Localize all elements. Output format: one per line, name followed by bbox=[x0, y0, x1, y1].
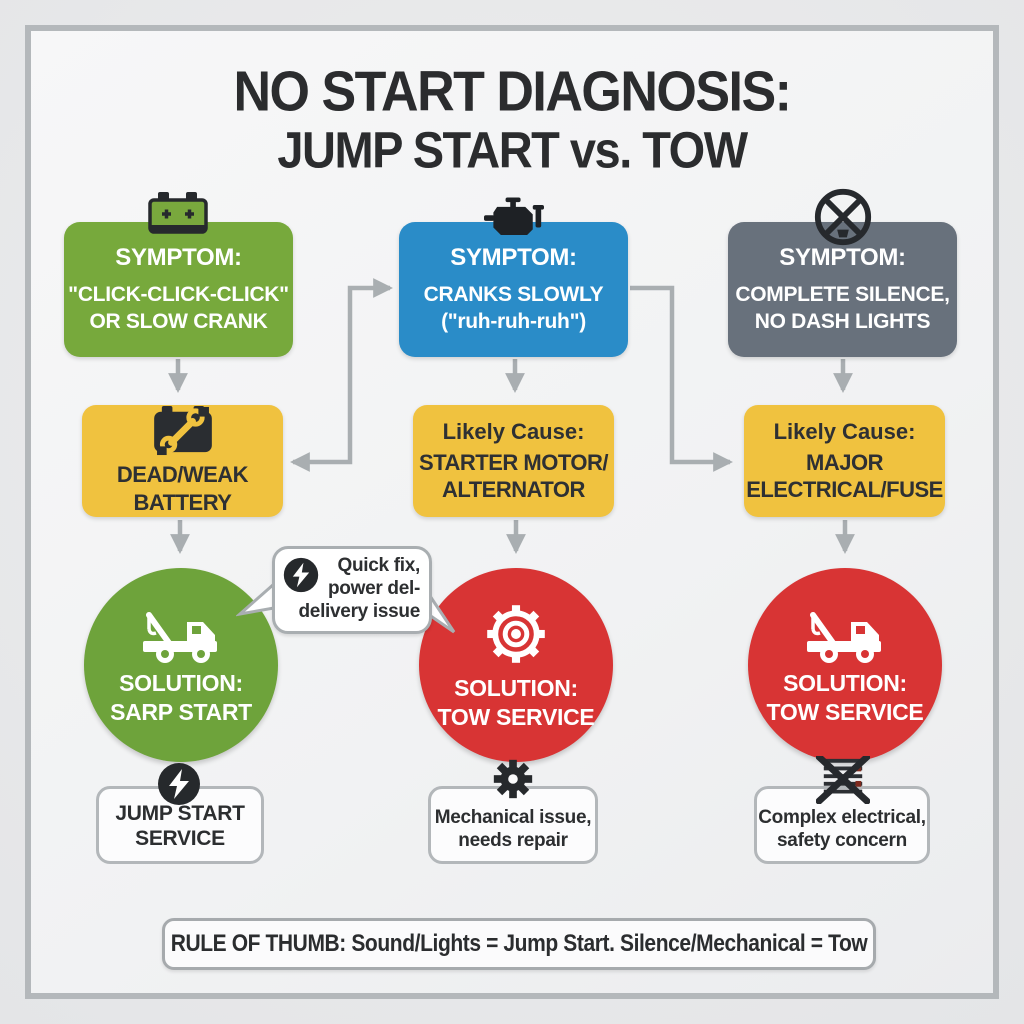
cause-box-starter: Likely Cause: STARTER MOTOR/ ALTERNATOR bbox=[413, 405, 614, 517]
gear-icon bbox=[490, 756, 536, 802]
blown-fuse-icon bbox=[816, 756, 870, 804]
cause-label: Likely Cause: bbox=[773, 418, 916, 444]
symptom-line: OR SLOW CRANK bbox=[89, 310, 268, 333]
solution-line: SARP START bbox=[110, 699, 252, 725]
symptom-line: ("ruh-ruh-ruh") bbox=[441, 310, 586, 333]
jump-start-lightning-icon bbox=[157, 762, 201, 806]
cause-line: STARTER MOTOR/ bbox=[419, 449, 608, 475]
engine-icon bbox=[484, 197, 544, 241]
callout-line: power del- bbox=[327, 578, 420, 599]
car-battery-icon bbox=[146, 192, 210, 240]
outcome-line: safety concern bbox=[777, 829, 907, 851]
cause-box-electrical: Likely Cause: MAJOR ELECTRICAL/FUSE bbox=[744, 405, 945, 517]
callout-line: Quick fix, bbox=[337, 555, 420, 576]
symptom-line: COMPLETE SILENCE, bbox=[735, 282, 950, 306]
battery-service-icon bbox=[152, 406, 214, 456]
cause-line: ALTERNATOR bbox=[442, 477, 585, 502]
outcome-line: JUMP START bbox=[115, 801, 245, 825]
solution-circle-jump: SOLUTION: SARP START bbox=[84, 568, 278, 762]
solution-line: TOW SERVICE bbox=[766, 699, 924, 725]
symptom-line: CRANKS SLOWLY bbox=[423, 282, 604, 306]
outcome-card-jump-start: JUMP START SERVICE bbox=[96, 786, 264, 864]
cause-box-battery: DEAD/WEAK BATTERY bbox=[82, 405, 283, 517]
cause-line: DEAD/WEAK bbox=[116, 462, 249, 487]
quick-fix-callout: Quick fix, power del- delivery issue bbox=[272, 546, 432, 634]
callout-line: delivery issue bbox=[298, 601, 421, 622]
solution-label: SOLUTION: bbox=[454, 675, 578, 702]
gear-icon bbox=[480, 598, 552, 670]
symptom-label: SYMPTOM: bbox=[779, 243, 906, 271]
rule-of-thumb-bar: RULE OF THUMB: Sound/Lights = Jump Start… bbox=[162, 918, 876, 970]
solution-label: SOLUTION: bbox=[119, 670, 243, 697]
symptom-label: SYMPTOM: bbox=[450, 243, 577, 271]
no-power-icon bbox=[812, 186, 874, 248]
outcome-card-electrical: Complex electrical, safety concern bbox=[754, 786, 930, 864]
rule-of-thumb-text: RULE OF THUMB: Sound/Lights = Jump Start… bbox=[170, 930, 868, 957]
symptom-line: NO DASH LIGHTS bbox=[754, 310, 931, 333]
cause-line: ELECTRICAL/FUSE bbox=[746, 477, 943, 502]
tow-truck-icon bbox=[139, 603, 223, 665]
page-title-line2: JUMP START vs. TOW bbox=[277, 120, 748, 179]
outcome-line: Complex electrical, bbox=[758, 806, 926, 828]
cause-line: BATTERY bbox=[133, 489, 232, 515]
outcome-line: Mechanical issue, bbox=[434, 806, 592, 828]
page-title-line1: NO START DIAGNOSIS: bbox=[233, 60, 792, 124]
solution-label: SOLUTION: bbox=[783, 670, 907, 697]
symptom-line: "CLICK-CLICK-CLICK" bbox=[68, 282, 289, 306]
symptom-label: SYMPTOM: bbox=[115, 243, 242, 271]
lightning-icon bbox=[283, 557, 319, 593]
outcome-line: SERVICE bbox=[135, 827, 225, 851]
solution-line: TOW SERVICE bbox=[437, 704, 595, 730]
solution-circle-tow-mid: SOLUTION: TOW SERVICE bbox=[419, 568, 613, 762]
outcome-line: needs repair bbox=[458, 829, 568, 851]
symptom-box-click: SYMPTOM: "CLICK-CLICK-CLICK" OR SLOW CRA… bbox=[64, 222, 293, 357]
cause-line: MAJOR bbox=[806, 449, 883, 475]
cause-label: Likely Cause: bbox=[442, 418, 585, 444]
solution-circle-tow-right: SOLUTION: TOW SERVICE bbox=[748, 568, 942, 762]
symptom-box-cranks: SYMPTOM: CRANKS SLOWLY ("ruh-ruh-ruh") bbox=[399, 222, 628, 357]
tow-truck-icon bbox=[803, 603, 887, 665]
